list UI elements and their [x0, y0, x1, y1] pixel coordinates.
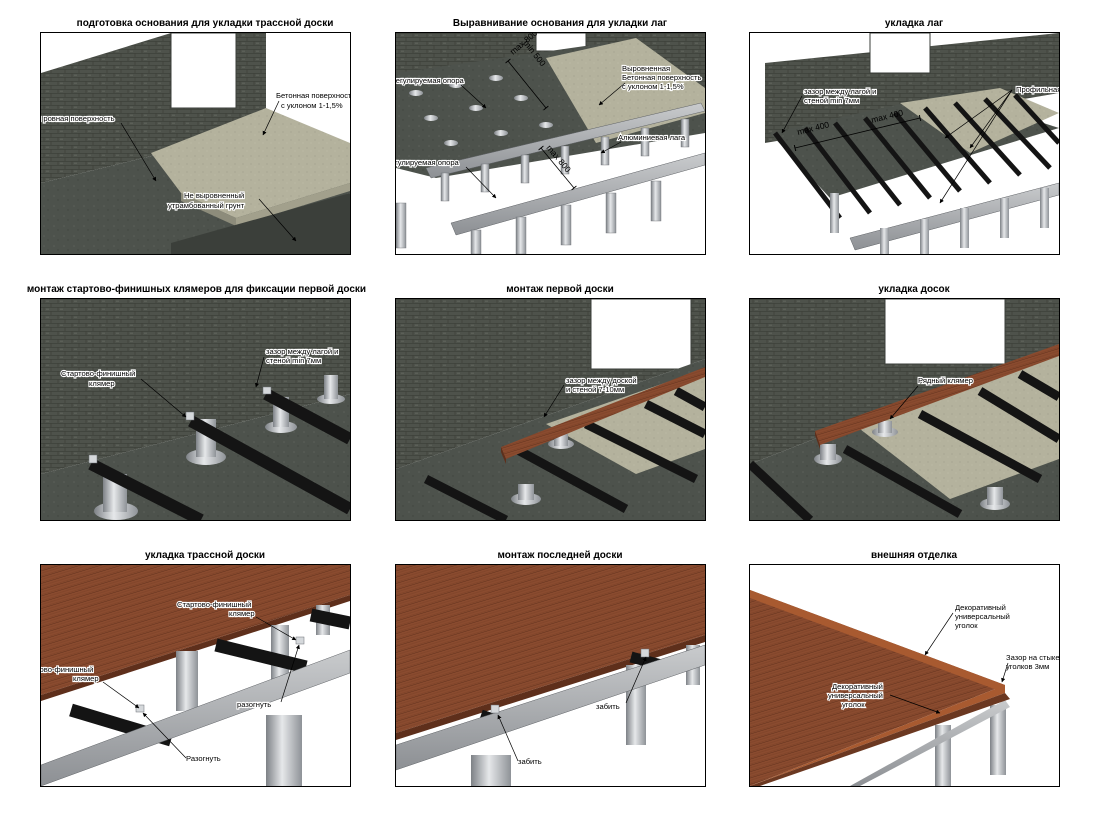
label-bend-right: разогнуть — [237, 700, 271, 709]
panel-title: Выравнивание основания для укладки лаг — [452, 18, 668, 29]
panel-illustration: зазор между доской и стеной 7-10мм — [395, 298, 706, 521]
label-gap-line1: зазор между лагой и — [266, 347, 338, 356]
callouts: Рядный клямер — [889, 375, 974, 420]
label-gap-line1: Зазор на стыке — [1006, 653, 1059, 662]
label-concrete-line1: Выровненная — [622, 64, 670, 73]
panel-title: подготовка основания для укладки трассно… — [76, 18, 334, 29]
label-hammer-bottom: забить — [518, 757, 542, 766]
panel-illustration: Рядный клямер — [749, 298, 1060, 521]
label-concrete-line1: Бетонная поверхность — [276, 91, 350, 100]
label-clip-line2: клямер — [89, 379, 115, 388]
deck-surface — [750, 590, 1010, 786]
wall — [41, 33, 350, 183]
ground-surface — [41, 108, 350, 254]
panel-illustration: max 400 max 400 зазор между лагой и стен… — [749, 32, 1060, 255]
label-corner-mid-line2: универсальный — [828, 691, 883, 700]
deck-surface — [41, 565, 350, 701]
panel-title: монтаж стартово-финишных клямеров для фи… — [26, 284, 367, 295]
label-ground-line1: Не выровненный — [184, 191, 244, 200]
label-gap-line2: стеной min 7мм — [804, 96, 859, 105]
panel-illustration: Стартово-финишный клямер Стартово-финишн… — [40, 564, 351, 787]
label-concrete-line2: Бетонная поверхность — [622, 73, 702, 82]
beam — [850, 700, 1010, 786]
callouts: Стартово-финишный клямер зазор между лаг… — [60, 346, 340, 418]
beam — [830, 182, 1059, 254]
callouts: Декоративный универсальный уголок Зазор … — [827, 602, 1059, 714]
label-corner-mid-line1: Декоративный — [832, 682, 883, 691]
joists — [423, 387, 705, 520]
label-gap-line2: стеной min 7мм — [266, 356, 321, 365]
label-clip-right-line2: клямер — [229, 609, 255, 618]
panel-title: внешняя отделка — [870, 550, 958, 561]
callouts: Бетонная поверхность с уклоном 1-1,5% Же… — [41, 90, 350, 242]
label-lag: Алюминиевая лага — [618, 133, 686, 142]
label-concrete-line2: с уклоном 1-1,5% — [281, 101, 343, 110]
label-gap-line2: уголков 3мм — [1006, 662, 1049, 671]
label-clip-right-line1: Стартово-финишный — [177, 600, 251, 609]
joists — [88, 388, 350, 520]
label-corner-top-line3: уголок — [955, 621, 978, 630]
boards — [815, 344, 1059, 449]
label-corner-mid-line3: уголок — [842, 700, 865, 709]
label-gap-line2: и стеной 7-10мм — [566, 385, 624, 394]
label-profile-lag: Профильная лага — [1016, 85, 1059, 94]
deck-surface — [396, 565, 705, 740]
label-support-bottom: Регулируемая опора — [396, 158, 460, 167]
label-hard-surface: Жесткая ровная поверхность — [41, 114, 115, 123]
callouts: зазор между лагой и стеной min 7мм Профи… — [781, 84, 1059, 204]
label-concrete-line3: с уклоном 1-1,5% — [622, 82, 684, 91]
lag-lower — [396, 152, 705, 254]
beam — [396, 644, 705, 771]
panel-illustration: Бетонная поверхность с уклоном 1-1,5% Же… — [40, 32, 351, 255]
label-gap-line1: зазор между доской — [566, 376, 637, 385]
panel-title: укладка трассной доски — [144, 550, 266, 561]
label-clip-line1: Стартово-финишный — [61, 369, 135, 378]
panel-illustration: Декоративный универсальный уголок Зазор … — [749, 564, 1060, 787]
label-hammer-right: забить — [596, 702, 620, 711]
panel-illustration: забить забить — [395, 564, 706, 787]
label-bend-bottom: Разогнуть — [186, 754, 221, 763]
first-board — [501, 367, 705, 464]
label-support-top: Регулируемая опора — [396, 76, 465, 85]
panel-illustration: Стартово-финишный клямер зазор между лаг… — [40, 298, 351, 521]
callouts: забить забить — [497, 656, 647, 767]
label-row-clip: Рядный клямер — [918, 376, 973, 385]
label-clip-left-line1: Стартово-финишный — [41, 665, 93, 674]
panel-illustration: min 500 max 800 max 800 Регулируемая опо… — [395, 32, 706, 255]
label-ground-line2: утрамбованный грунт — [168, 201, 245, 210]
panel-title: монтаж первой доски — [506, 284, 614, 295]
label-corner-top-line1: Декоративный — [955, 603, 1006, 612]
label-clip-left-line2: клямер — [73, 674, 99, 683]
label-corner-top-line2: универсальный — [955, 612, 1010, 621]
joists — [750, 370, 1059, 520]
panel-title: укладка досок — [878, 284, 950, 295]
clips — [135, 636, 305, 713]
label-gap-line1: зазор между лагой и — [804, 87, 876, 96]
supports — [814, 421, 1010, 510]
beam — [41, 649, 350, 786]
callouts: зазор между доской и стеной 7-10мм — [543, 375, 638, 418]
callouts: Стартово-финишный клямер Стартово-финишн… — [41, 599, 300, 764]
panel-title: укладка лаг — [884, 18, 944, 29]
callouts: Регулируемая опора Выровненная Бетонная … — [396, 63, 703, 199]
panel-title: монтаж последней доски — [497, 550, 623, 561]
